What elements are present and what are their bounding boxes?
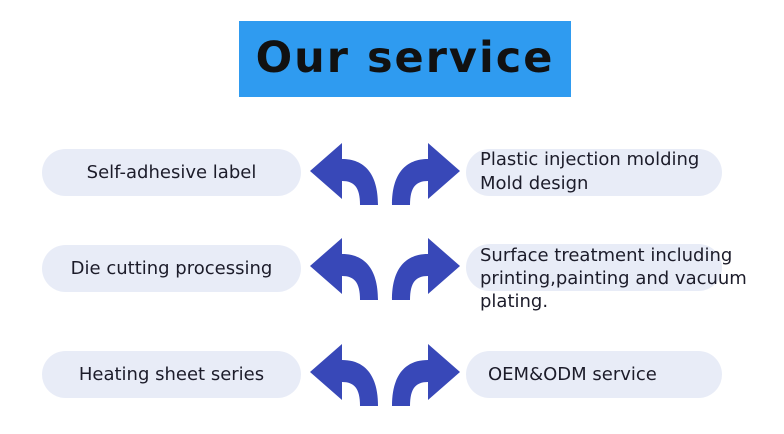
service-pill-plastic-injection: Plastic injection molding Mold design xyxy=(466,149,722,196)
service-line: plating. xyxy=(480,291,549,312)
service-pill-heating-sheet: Heating sheet series xyxy=(42,351,301,398)
curved-arrow-left-icon xyxy=(308,342,380,408)
curved-arrow-left-icon xyxy=(308,141,380,207)
service-pill-self-adhesive-label: Self-adhesive label xyxy=(42,149,301,196)
service-line: Surface treatment including xyxy=(480,245,733,266)
curved-arrow-left-icon xyxy=(308,236,380,302)
service-line: Plastic injection molding xyxy=(480,149,700,170)
service-label: Heating sheet series xyxy=(78,364,265,385)
title-banner: Our service xyxy=(239,21,571,97)
page-title: Our service xyxy=(255,32,555,83)
service-line: printing,painting and vacuum xyxy=(480,268,747,289)
service-pill-surface-treatment: Surface treatment including printing,pai… xyxy=(466,236,766,316)
curved-arrow-right-icon xyxy=(390,141,462,207)
service-label: Self-adhesive label xyxy=(86,162,257,183)
service-pill-die-cutting: Die cutting processing xyxy=(42,245,301,292)
service-label: OEM&ODM service xyxy=(488,364,657,385)
service-label: Die cutting processing xyxy=(70,258,273,279)
curved-arrow-right-icon xyxy=(390,342,462,408)
curved-arrow-right-icon xyxy=(390,236,462,302)
service-line: Mold design xyxy=(480,173,589,194)
service-pill-oem-odm: OEM&ODM service xyxy=(466,351,722,398)
